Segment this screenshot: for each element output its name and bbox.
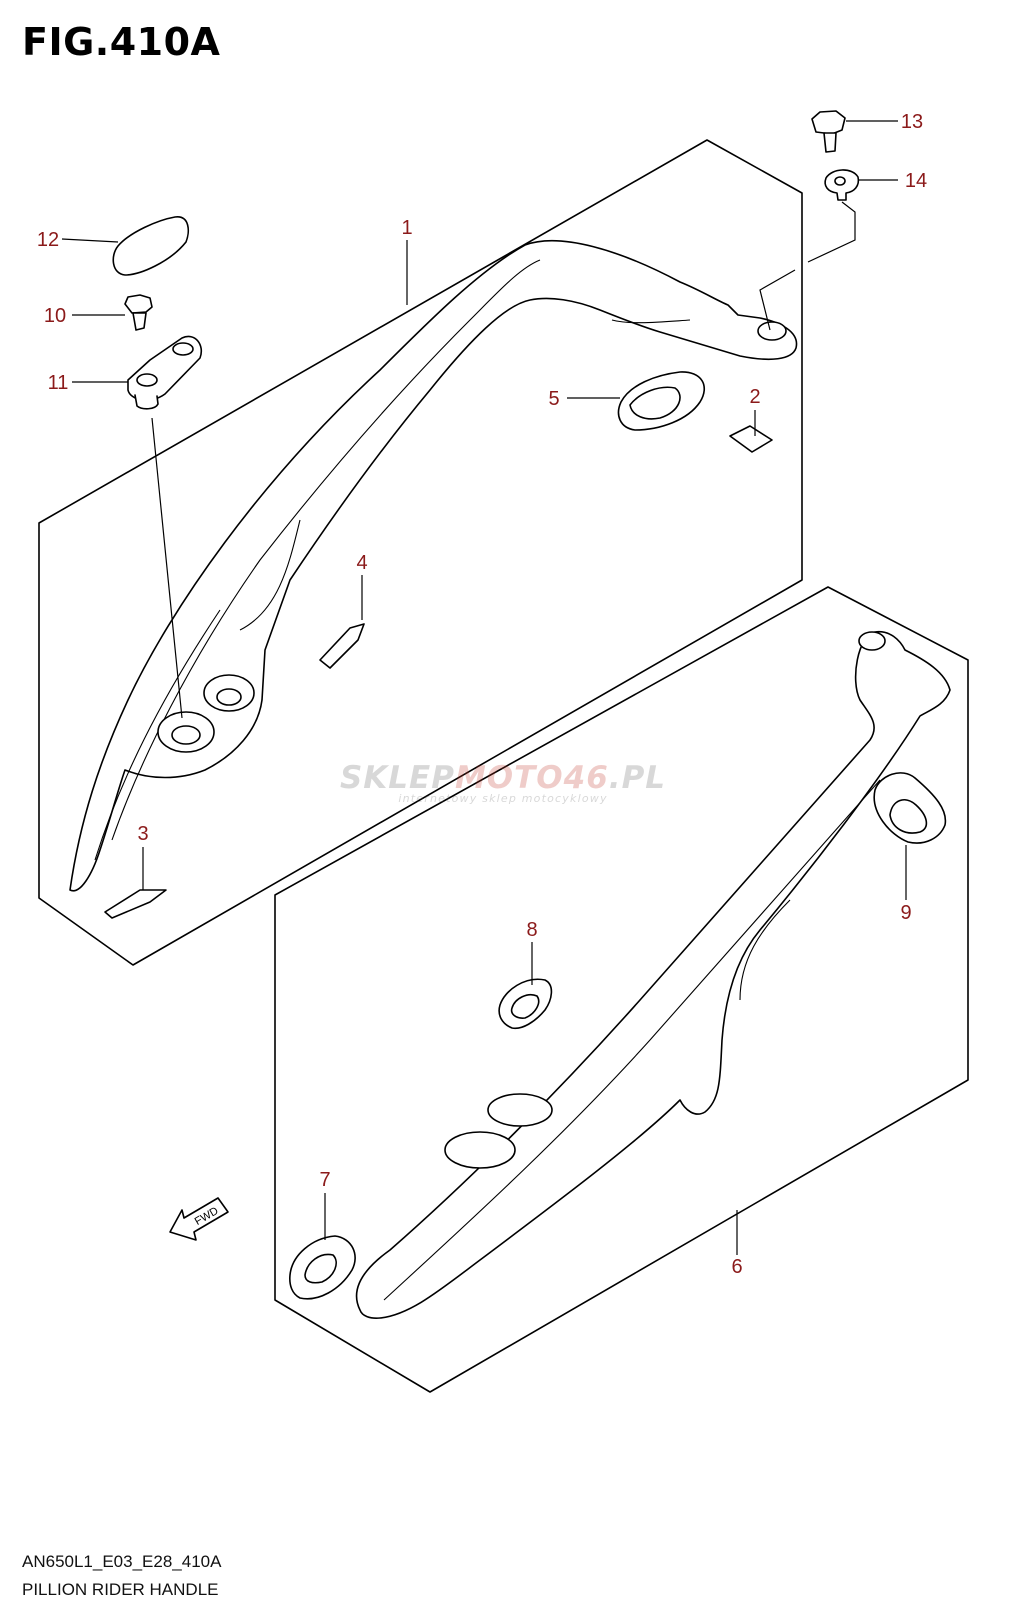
- fwd-arrow: FWD: [169, 1197, 229, 1241]
- callout-10: 10: [44, 305, 66, 327]
- part-2-label: [729, 425, 773, 453]
- lower-panel-outline: [274, 586, 969, 1393]
- callout-11: 11: [48, 372, 69, 394]
- leader-lines: [61, 120, 907, 1255]
- diagram-code: AN650L1_E03_E28_410A: [22, 1552, 222, 1571]
- part-13-bolt: [811, 110, 846, 153]
- callout-6: 6: [731, 1256, 742, 1278]
- callout-7: 7: [319, 1169, 330, 1191]
- callout-3: 3: [137, 823, 148, 845]
- callout-14: 14: [905, 170, 927, 192]
- part-7-pad: [289, 1235, 356, 1300]
- callout-4: 4: [356, 552, 367, 574]
- callout-9: 9: [900, 902, 911, 924]
- part-9-pad: [873, 772, 947, 844]
- diagram-name: PILLION RIDER HANDLE: [22, 1580, 219, 1599]
- callout-12: 12: [37, 229, 59, 251]
- part-8-pad: [498, 978, 553, 1030]
- callout-13: 13: [901, 111, 923, 133]
- watermark-logo: SKLEPMOTO46.PL: [339, 760, 667, 796]
- watermark-tagline: internetowy sklep motocyklowy: [398, 792, 608, 805]
- part-3-clip: [104, 889, 167, 919]
- footer: AN650L1_E03_E28_410A PILLION RIDER HANDL…: [22, 1548, 221, 1604]
- callout-1: 1: [401, 217, 412, 239]
- part-5-pad: [617, 371, 705, 431]
- part-12-cap: [112, 216, 190, 276]
- callout-2: 2: [749, 386, 760, 408]
- part-1-handle-left: [69, 239, 798, 892]
- callout-labels: 1 2 3 4 5 6 7 8 9 10 11 12 13 14: [37, 111, 927, 1278]
- watermark: SKLEPMOTO46.PL internetowy sklep motocyk…: [318, 760, 688, 805]
- callout-8: 8: [526, 919, 537, 941]
- part-4-clip: [319, 623, 365, 669]
- part-6-handle-right: [355, 630, 951, 1319]
- figure-title: FIG.410A: [22, 20, 221, 64]
- callout-5: 5: [548, 388, 559, 410]
- part-14-washer: [824, 169, 860, 201]
- upper-panel-outline: [38, 139, 803, 966]
- part-11-spacer: [127, 335, 202, 410]
- part-10-bolt: [124, 294, 153, 331]
